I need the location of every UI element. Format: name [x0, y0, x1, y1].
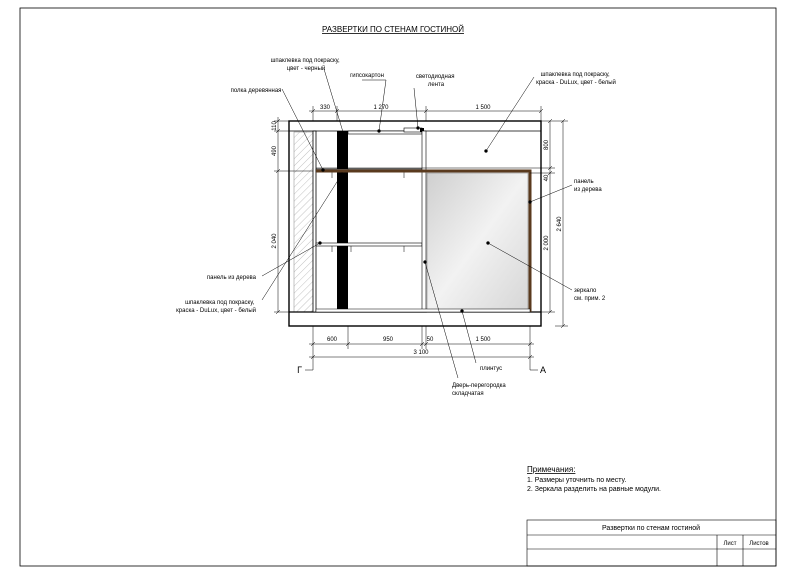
- callout-wood-shelf: полка деревянная: [231, 88, 282, 94]
- dim-left-3: 2 040: [272, 233, 278, 249]
- section-mark-left: Г: [297, 365, 302, 375]
- dim-bottom-2: 950: [383, 337, 394, 343]
- shelf-middle: [315, 242, 423, 247]
- note-1: 1. Размеры уточнить по месту.: [527, 477, 626, 484]
- callout-putty-white-top: шпаклевка под покраску, краска - DuLux, …: [536, 72, 616, 86]
- dim-right-total: 2 640: [557, 216, 563, 232]
- callout-plinth: плинтус: [480, 366, 502, 372]
- wall-elevation: [288, 120, 542, 327]
- sheet-title: РАЗВЕРТКИ ПО СТЕНАМ ГОСТИНОЙ: [322, 25, 464, 34]
- callout-putty-white-left: шпаклевка под покраску, краска - DuLux, …: [176, 300, 256, 314]
- dim-right-1: 800: [544, 139, 550, 150]
- callout-panel-right: панель из дерева: [574, 179, 602, 193]
- callout-led: светодиодная лента: [416, 74, 456, 88]
- section-mark-right: А: [540, 365, 546, 375]
- dim-bottom-4: 1 500: [475, 337, 491, 343]
- title-block-sheets: Листов: [749, 541, 769, 547]
- dim-bottom-1: 600: [327, 337, 338, 343]
- dim-right-3: 2 000: [544, 235, 550, 251]
- dim-top-3: 1 500: [475, 105, 491, 111]
- dim-top-2: 1 270: [373, 105, 389, 111]
- callout-putty-black: шпаклевка под покраску, цвет - черный: [271, 58, 342, 72]
- dim-top-1: 330: [320, 105, 331, 111]
- wood-panel-frame: [316, 169, 532, 312]
- notes-heading: Примечания:: [527, 465, 575, 474]
- wood-panel-left: [312, 130, 317, 313]
- wall-hatch: [293, 131, 314, 313]
- callout-gypsum: гипсокартон: [350, 73, 384, 79]
- dim-bottom-3: 50: [427, 337, 434, 343]
- callout-door: Дверь-перегородка складчатая: [452, 383, 507, 397]
- title-block: [526, 519, 777, 567]
- plinth: [315, 308, 531, 313]
- title-block-sheet: Лист: [723, 541, 736, 547]
- dim-bottom-total: 3 100: [413, 350, 429, 356]
- sheet-frame: [19, 7, 777, 567]
- led-end: [420, 128, 424, 132]
- dim-right-2: 40: [544, 174, 550, 181]
- folding-door: [421, 130, 427, 313]
- note-2: 2. Зеркала разделить на равные модули.: [527, 486, 661, 493]
- title-block-name: Развертки по стенам гостиной: [602, 524, 700, 532]
- callout-mirror: зеркало см. прим. 2: [574, 288, 606, 302]
- mirror: [426, 172, 529, 313]
- dim-left-2: 490: [272, 145, 278, 156]
- callout-panel-left: панель из дерева: [207, 275, 257, 281]
- dim-left-1: 110: [272, 121, 278, 131]
- black-strip: [337, 131, 348, 312]
